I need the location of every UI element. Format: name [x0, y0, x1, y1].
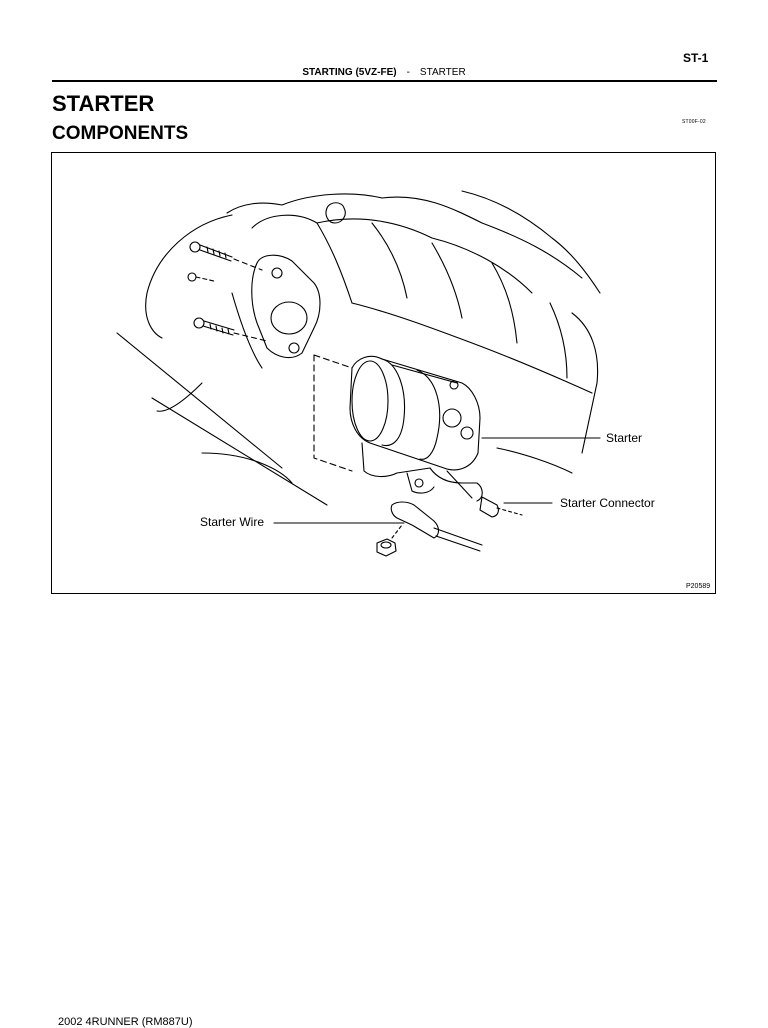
document-code: ST00F-02: [682, 119, 706, 125]
bolt-guide-line: [233, 332, 268, 342]
engine-block-outline: [351, 302, 593, 394]
alignment-guide: [313, 354, 353, 472]
nut: [376, 538, 397, 557]
flange-bolt-hole: [288, 342, 300, 354]
page-title: STARTER: [52, 91, 155, 116]
running-header-subsection: STARTER: [419, 67, 466, 78]
flange-bolt-hole: [271, 267, 283, 279]
lower-bolt: [193, 317, 235, 336]
alignment-guide: [313, 354, 353, 369]
starter-connector-label: Starter Connector: [560, 496, 655, 510]
running-header-separator: -: [406, 67, 410, 78]
starter-motor: [349, 355, 483, 502]
components-figure: Starter Starter Connector Starter Wire P…: [51, 152, 716, 594]
engine-block-outline: [231, 292, 263, 369]
flange-hole: [270, 301, 308, 335]
section-subtitle: COMPONENTS: [52, 123, 189, 144]
upper-bolt: [189, 241, 233, 262]
engine-rib: [431, 242, 463, 319]
header-rule: [52, 80, 717, 82]
engine-rib: [371, 222, 408, 299]
engine-rib: [491, 262, 518, 344]
frame-line: [201, 452, 293, 484]
running-header-section: STARTING (5VZ-FE): [302, 67, 397, 78]
starter-connector-part: [479, 496, 523, 518]
page-footer: 2002 4RUNNER (RM887U): [58, 1016, 193, 1028]
middle-bolt: [187, 272, 215, 282]
page-number: ST-1: [683, 51, 709, 65]
running-header: STARTING (5VZ-FE)-STARTER: [0, 67, 768, 78]
engine-block-outline: [571, 312, 599, 454]
engine-block-outline: [461, 190, 601, 294]
engine-block-outline: [496, 447, 573, 474]
frame-line: [116, 332, 283, 469]
starter-label: Starter: [606, 431, 643, 445]
starter-illustration: [116, 190, 601, 557]
nut-guide-line: [391, 524, 403, 539]
flange-plate: [251, 254, 321, 359]
housing-outline-curve: [156, 382, 203, 412]
engine-rib: [549, 302, 568, 379]
engine-block-outline: [226, 193, 583, 279]
bolt-guide-line: [233, 258, 263, 271]
engine-block-outline: [316, 218, 533, 294]
figure-number: P20589: [686, 583, 711, 590]
starter-wire-terminal: [390, 501, 483, 552]
frame-line: [151, 397, 328, 506]
mounting-boss: [325, 202, 346, 224]
housing-outline-curve: [145, 214, 233, 339]
starter-wire-label: Starter Wire: [200, 515, 265, 529]
engine-block-outline: [251, 214, 353, 304]
